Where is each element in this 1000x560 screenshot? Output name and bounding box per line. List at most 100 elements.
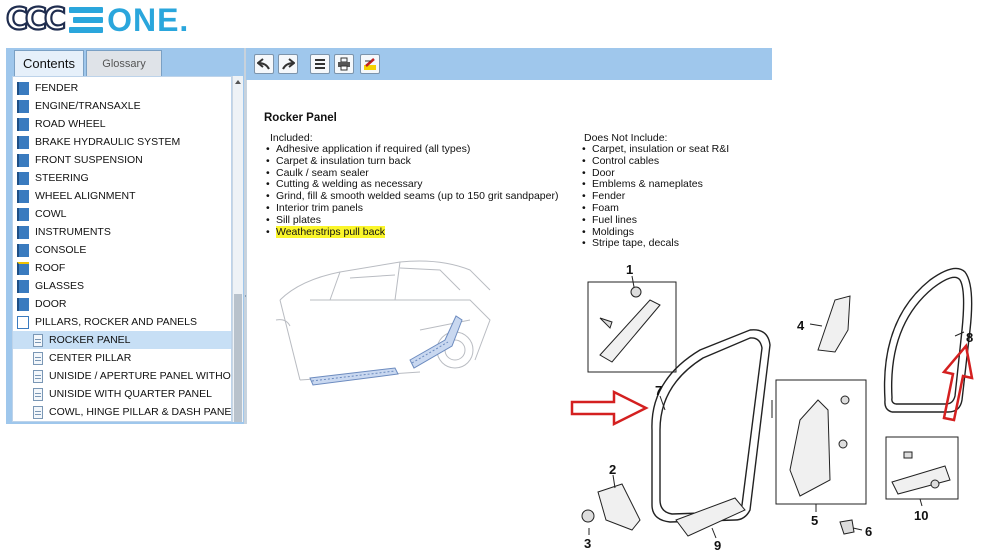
document-icon	[33, 333, 43, 347]
print-icon	[338, 57, 350, 71]
tree-item-label: STEERING	[35, 172, 89, 184]
callout-number-4: 4	[797, 318, 805, 333]
list-item: Fuel lines	[582, 214, 729, 227]
tree-item-label: UNISIDE / APERTURE PANEL WITHO	[49, 370, 231, 382]
tree-item-label: DOOR	[35, 298, 67, 310]
tree-item-glasses[interactable]: GLASSES	[13, 277, 231, 295]
book-icon	[17, 117, 29, 131]
tree-item-console[interactable]: CONSOLE	[13, 241, 231, 259]
tree-item-label: ENGINE/TRANSAXLE	[35, 100, 141, 112]
tree-item-label: FRONT SUSPENSION	[35, 154, 143, 166]
ccc-one-logo: CCC ONE.	[5, 2, 190, 38]
list-item: Stripe tape, decals	[582, 238, 729, 250]
tree-item-rocker-panel[interactable]: ROCKER PANEL	[13, 331, 231, 349]
book-icon	[17, 207, 29, 221]
scrollbar-thumb[interactable]	[234, 294, 242, 422]
tree-item-label: BRAKE HYDRAULIC SYSTEM	[35, 136, 181, 148]
list-item: Carpet, insulation or seat R&I	[582, 143, 729, 156]
scroll-up-icon[interactable]	[235, 80, 241, 84]
back-arrow-icon	[257, 58, 270, 70]
tree-item-label: WHEEL ALIGNMENT	[35, 190, 136, 202]
list-item: Door	[582, 167, 729, 180]
navigation-panel: Contents Glossary FENDER ENGINE/TRANSAXL…	[6, 48, 244, 424]
book-icon	[17, 189, 29, 203]
list-item: Fender	[582, 190, 729, 203]
callout-number-10: 10	[914, 508, 928, 523]
tree-item-uniside-aperture-panel[interactable]: UNISIDE / APERTURE PANEL WITHO	[13, 367, 231, 385]
highlight-button[interactable]	[360, 54, 380, 74]
tree-item-label: COWL, HINGE PILLAR & DASH PANE	[49, 406, 232, 418]
tree-item-center-pillar[interactable]: CENTER PILLAR	[13, 349, 231, 367]
not-included-list: Carpet, insulation or seat R&I Control c…	[582, 143, 729, 250]
tree-item-wheel-alignment[interactable]: WHEEL ALIGNMENT	[13, 187, 231, 205]
red-arrow-up	[941, 343, 974, 422]
book-icon	[17, 171, 29, 185]
tree-item-label: CONSOLE	[35, 244, 87, 256]
tree-item-label: GLASSES	[35, 280, 85, 292]
tree-item-cowl[interactable]: COWL	[13, 205, 231, 223]
list-item: Emblems & nameplates	[582, 179, 729, 191]
tree-item-road-wheel[interactable]: ROAD WHEEL	[13, 115, 231, 133]
tree-item-brake-hydraulic-system[interactable]: BRAKE HYDRAULIC SYSTEM	[13, 133, 231, 151]
highlight-icon	[364, 58, 376, 70]
print-button[interactable]	[334, 54, 354, 74]
tree-item-label: INSTRUMENTS	[35, 226, 111, 238]
book-icon	[17, 153, 29, 167]
tree-item-cowl-hinge-pillar-dash[interactable]: COWL, HINGE PILLAR & DASH PANE	[13, 403, 232, 421]
tree-item-door[interactable]: DOOR	[13, 295, 231, 313]
logo-one-text: ONE.	[107, 2, 190, 38]
tree-item-label: ROCKER PANEL	[49, 334, 131, 346]
highlighted-text: Weatherstrips pull back	[276, 225, 385, 238]
not-included-heading: Does Not Include:	[584, 132, 668, 144]
list-item: Sill plates	[266, 214, 558, 227]
back-button[interactable]	[254, 54, 274, 74]
content-toolbar	[246, 48, 772, 80]
page-title: Rocker Panel	[264, 112, 337, 124]
tree-item-label: PILLARS, ROCKER AND PANELS	[35, 316, 198, 328]
tree-item-fender[interactable]: FENDER	[13, 79, 231, 97]
book-icon	[17, 279, 29, 293]
document-icon	[33, 369, 43, 383]
callout-number-5: 5	[811, 513, 818, 528]
list-item: Caulk / seam sealer	[266, 167, 558, 180]
tab-contents[interactable]: Contents	[14, 50, 84, 76]
list-item: Moldings	[582, 226, 729, 239]
tree-item-steering[interactable]: STEERING	[13, 169, 231, 187]
callout-number-3: 3	[584, 536, 591, 551]
callout-number-6: 6	[865, 524, 872, 539]
tree-scrollbar[interactable]	[232, 76, 243, 422]
tab-glossary[interactable]: Glossary	[86, 50, 162, 76]
tree-item-label: FENDER	[35, 82, 79, 94]
tree-item-label: ROAD WHEEL	[35, 118, 106, 130]
list-item: Cutting & welding as necessary	[266, 179, 558, 191]
document-icon	[33, 351, 43, 365]
callout-number-9: 9	[714, 538, 721, 553]
book-icon	[17, 225, 29, 239]
tree-item-uniside-quarter-panel[interactable]: UNISIDE WITH QUARTER PANEL	[13, 385, 231, 403]
tree-item-roof[interactable]: ROOF	[13, 259, 231, 277]
logo-stripes-icon	[69, 7, 104, 33]
list-item: Grind, fill & smooth welded seams (up to…	[266, 190, 558, 203]
tree-item-front-suspension[interactable]: FRONT SUSPENSION	[13, 151, 231, 169]
book-icon	[17, 81, 29, 95]
document-icon	[33, 405, 43, 419]
tree-item-engine-transaxle[interactable]: ENGINE/TRANSAXLE	[13, 97, 231, 115]
list-item: Adhesive application if required (all ty…	[266, 143, 558, 156]
forward-button[interactable]	[278, 54, 298, 74]
document-icon	[33, 387, 43, 401]
tree-item-label: UNISIDE WITH QUARTER PANEL	[49, 388, 212, 400]
list-item: Control cables	[582, 155, 729, 168]
callout-number-8: 8	[966, 330, 973, 345]
callout-number-2: 2	[609, 462, 616, 477]
list-item: Carpet & insulation turn back	[266, 155, 558, 168]
tree-item-pillars-rocker-panels[interactable]: PILLARS, ROCKER AND PANELS	[13, 313, 231, 331]
book-icon	[17, 99, 29, 113]
list-item: Interior trim panels	[266, 202, 558, 215]
book-icon	[17, 297, 29, 311]
tree-item-instruments[interactable]: INSTRUMENTS	[13, 223, 231, 241]
logo-ccc-text: CCC	[5, 2, 67, 37]
tree-item-label: COWL	[35, 208, 67, 220]
tree-item-label: CENTER PILLAR	[49, 352, 132, 364]
list-button[interactable]	[310, 54, 330, 74]
book-icon	[17, 243, 29, 257]
